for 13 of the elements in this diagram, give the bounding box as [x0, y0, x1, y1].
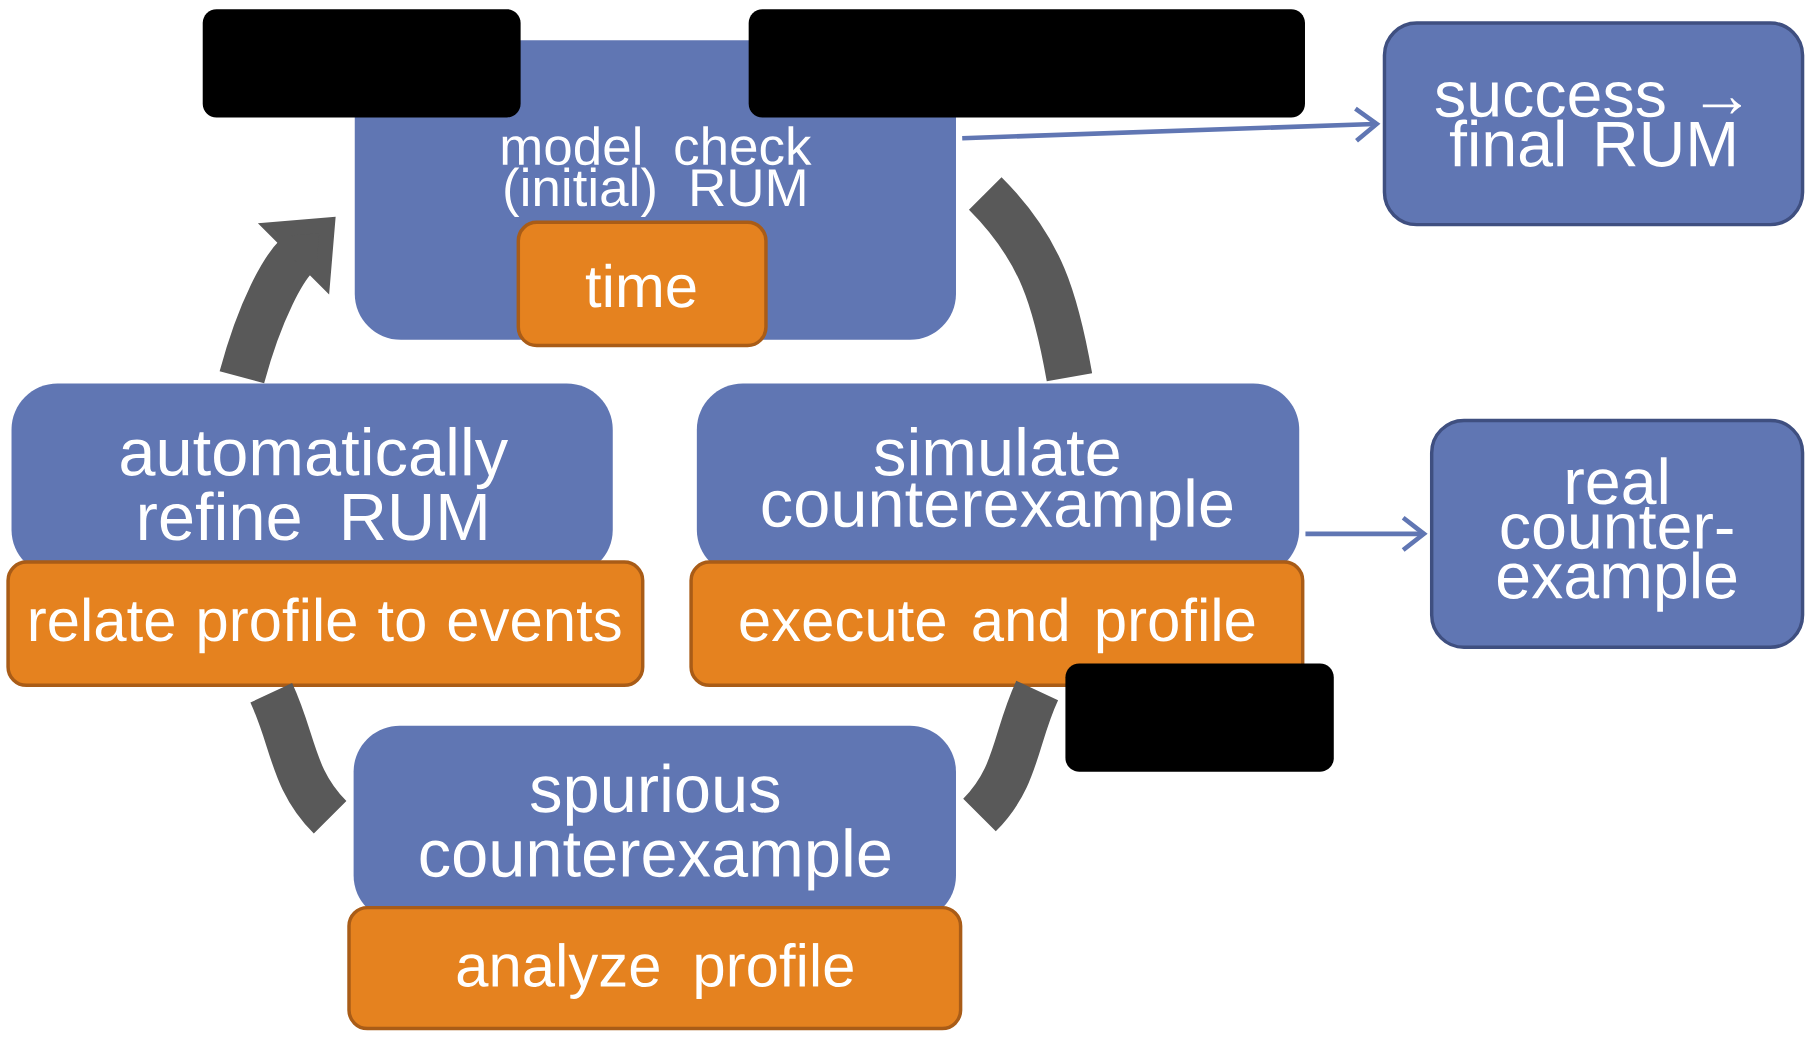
- process-box: simulate counterexample: [696, 383, 1300, 576]
- process-box: spurious counterexample: [353, 725, 956, 922]
- process-box: automatically refine RUM: [11, 383, 613, 576]
- task-box: relate profile to events: [6, 560, 645, 688]
- result-box: real counter-example: [1429, 418, 1805, 650]
- tag-box: [748, 9, 1305, 118]
- tag-box: [1065, 663, 1334, 772]
- arrow: [962, 106, 1381, 143]
- task-box: execute and profile: [689, 560, 1305, 688]
- arrow: [1305, 516, 1428, 552]
- result-box: success → final RUM: [1382, 21, 1805, 227]
- tag-box: [202, 9, 521, 118]
- task-box: analyze profile: [347, 906, 963, 1031]
